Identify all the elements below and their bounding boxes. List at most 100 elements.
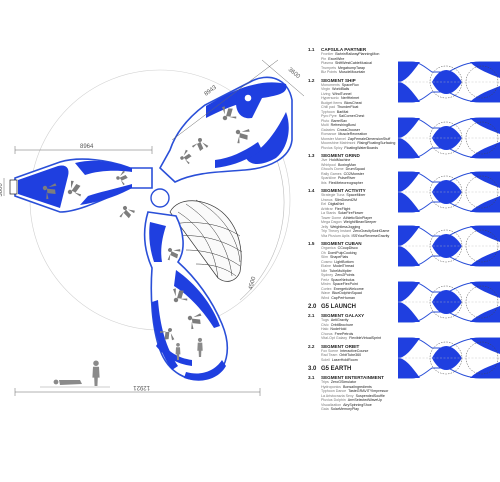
- legend-row-label: Oh: [321, 250, 326, 255]
- scale-person-standing: [92, 360, 100, 386]
- legend-row-value: ModelThread: [333, 264, 355, 268]
- legend-row-label: Biz Points: [321, 70, 337, 74]
- legend-row-value: ArmSelectedWaveUp: [347, 398, 383, 402]
- legend-section-label: SEGMENT ACTIVITY: [321, 188, 366, 193]
- legend-row-value: InteractiveCourse: [340, 348, 369, 353]
- legend-row-label: La Stanis: [321, 211, 336, 215]
- legend-section-label: SEGMENT ORBIT: [321, 343, 360, 349]
- legend-row-value: SuspendedSouffle: [355, 393, 385, 398]
- legend-row-value: ThunderFloat: [336, 105, 359, 109]
- legend-row-label: Typhoon: [321, 109, 335, 114]
- legend-section-label: SEGMENT GRIND: [321, 153, 360, 158]
- legend-row-label: Cortex: [321, 286, 332, 291]
- legend-row-value: LaserHoldRoom: [331, 357, 358, 362]
- legend-row-value: DomiPulpCooking: [327, 250, 357, 255]
- legend-row-value: BonsaiIngredients: [342, 384, 372, 389]
- legend-row-label: Galaxies: [321, 127, 335, 132]
- legend-row-label: Tugs: [321, 318, 329, 322]
- section-profile: [398, 225, 500, 267]
- dimension-arm-left: 8964: [14, 144, 153, 154]
- legend-row-label: Trips: [321, 380, 329, 384]
- legend-section-label: CAPSULA PARTNER: [321, 47, 367, 52]
- legend-row-value: FlexFlight: [334, 206, 351, 211]
- legend-row-label: Ibis: [321, 180, 327, 185]
- capsule-arm-top: [158, 76, 293, 183]
- legend-row-value: CCoupDisco: [337, 246, 358, 250]
- legend-section-label: SEGMENT ENTERTAINMENT: [321, 375, 384, 380]
- legend-section-number: 2.2: [308, 343, 315, 349]
- legend-row-value: SpaceFlexPoint: [332, 282, 358, 286]
- legend-row-label: Wind: [321, 295, 330, 300]
- legend-row-value: FlexMeteoreographer: [328, 180, 363, 185]
- legend-row-label: Pluvius Spicy: [321, 145, 343, 150]
- scale-person-lying: [53, 379, 82, 385]
- section-profile: [398, 281, 500, 323]
- legend-row-value: WeightlessJogging: [330, 224, 361, 229]
- legend-section-title: 2.2 SEGMENT ORBIT: [308, 344, 398, 349]
- legend-row-label: Vita Pluvium Aplis: [321, 233, 350, 238]
- section-profiles: [398, 61, 500, 379]
- legend-row-value: NodeHold: [330, 327, 347, 331]
- legend-section-label: G5 EARTH: [321, 366, 352, 372]
- legend-row-label: Ghoul's Dome: [321, 167, 344, 171]
- section-profile: [398, 171, 500, 213]
- legend-section-label: G5 LAUNCH: [321, 304, 357, 310]
- legend-row-label: Sparkline: [321, 176, 336, 180]
- legend-row-label: Vital-Opt Galaxy: [321, 336, 348, 340]
- legend-row-label: La Aristocrazia Sexy: [321, 393, 354, 398]
- legend-row-value: HoldMachine: [329, 158, 351, 162]
- legend-row-value: Weight/BeanSleeper: [343, 220, 377, 224]
- legend-section-number: 1.2: [308, 77, 315, 83]
- legend-row-label: Minim: [321, 282, 331, 286]
- legend-row-value: DrumSquad: [345, 167, 365, 171]
- legend-row-value: BarrelSax: [331, 118, 347, 123]
- capsule-hub: [150, 188, 170, 208]
- legend-row-label: Wave: [321, 291, 331, 295]
- legend-row-value: TasteGRAVITYImpressor: [348, 389, 389, 393]
- legend-row-label: Trip Theory Instant: [321, 229, 351, 233]
- legend-section-number: 1.1: [308, 47, 315, 52]
- legend-section-number: 1.4: [308, 188, 315, 193]
- wire-dome: [169, 199, 243, 282]
- legend-section-label: SEGMENT CUBAN: [321, 241, 362, 246]
- legend-row-label: Trumpets: [321, 65, 337, 70]
- legend-row-value: PulseRiver: [337, 176, 356, 180]
- legend-section-number: 2.1: [308, 313, 315, 318]
- legend-row-value: SpaceFlux: [341, 82, 359, 87]
- legend-section-title: 1.1 CAPSULA PARTNER: [308, 47, 398, 52]
- legend-row-value: OrbitBrochure: [330, 322, 354, 327]
- legend-row-label: Slim: [321, 255, 328, 259]
- legend-row-label: Moonshine Matrimoni: [321, 141, 356, 145]
